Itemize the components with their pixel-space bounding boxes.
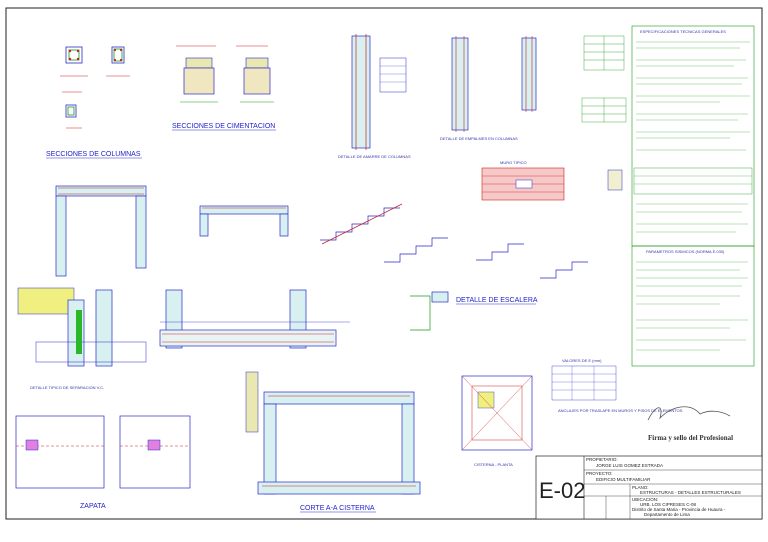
column-tie-detail-group [351, 34, 407, 150]
specifications-panel: ESPECIFICACIONES TECNICAS GENERALES PARA… [631, 25, 755, 367]
foundation-section-title: SECCIONES DE CIMENTACION [172, 123, 275, 130]
stair-detail-title: DETALLE DE ESCALERA [456, 297, 538, 304]
signature-mark [647, 406, 731, 421]
footing-title: ZAPATA [80, 503, 106, 510]
location-label: UBICACION: [632, 497, 658, 502]
lap-splice-detail-group [451, 36, 537, 132]
stair-detail-group [320, 203, 588, 331]
sheet-code: E-02 [539, 478, 585, 503]
values-table-title: VALORES DE E (mm) [562, 358, 602, 363]
frame-detail-group-2 [199, 205, 289, 237]
cistern-plan-group [461, 375, 533, 451]
plan-name: ESTRUCTURAS - DETALLES ESTRUCTURALES [640, 490, 741, 495]
project-label: PROYECTO: [586, 471, 612, 476]
title-block: E-02 PROPIETARIO: JORGE LUIS GOMEZ ESTRA… [535, 455, 763, 520]
plan-label: PLANO: [632, 485, 649, 490]
location-line-2: Distrito de Santa Maria - Provincia de H… [632, 507, 726, 512]
location-line-1: URB. LOS CIPRESES C-08 [640, 502, 697, 507]
foundation-sections-group [176, 45, 274, 103]
project-name: EDIFICIO MULTIFAMILIAR [596, 477, 651, 482]
cistern-plan-title: CISTERNA - PLANTA [474, 462, 513, 467]
typical-wall-title: MURO TIPICO [500, 160, 527, 165]
values-table-group: VALORES DE E (mm) [551, 358, 617, 401]
owner-name: JORGE LUIS GOMEZ ESTRADA [596, 463, 663, 468]
typical-wall-detail-group: MURO TIPICO [481, 160, 623, 201]
anchorage-title: ANCLAJES POR TRASLAPE EN MUROS Y PISOS D… [558, 408, 683, 413]
owner-label: PROPIETARIO: [586, 457, 618, 462]
signature-block: Firma y sello del Profesional [647, 406, 733, 442]
location-line-3: Departamento de Lima [644, 512, 690, 517]
cistern-section-title: CORTE A-A CISTERNA [300, 505, 375, 512]
seismic-params-title: PARAMETROS SISMICOS (NORMA E.030) [646, 249, 725, 254]
frame-detail-group-1 [55, 185, 147, 277]
columns-section-title: SECCIONES DE COLUMNAS [46, 151, 141, 158]
column-sections-group [65, 46, 125, 118]
separation-detail-title: DETALLE TIPICO DE SEPARACION V.C. [30, 385, 104, 390]
separation-detail-group [17, 287, 147, 367]
sheet-border [5, 7, 763, 520]
lap-splice-detail-title: DETALLE DE EMPALMES EN COLUMNAS [440, 136, 518, 141]
signature-caption: Firma y sello del Profesional [648, 434, 733, 442]
footing-detail-group [15, 415, 191, 489]
rebar-tables-group [581, 35, 627, 123]
cistern-section-group [245, 371, 421, 495]
column-tie-detail-title: DETALLE DE AMARRE DE COLUMNAS [338, 154, 411, 159]
foundation-beam-section [159, 289, 350, 349]
specs-title: ESPECIFICACIONES TECNICAS GENERALES [640, 29, 726, 34]
